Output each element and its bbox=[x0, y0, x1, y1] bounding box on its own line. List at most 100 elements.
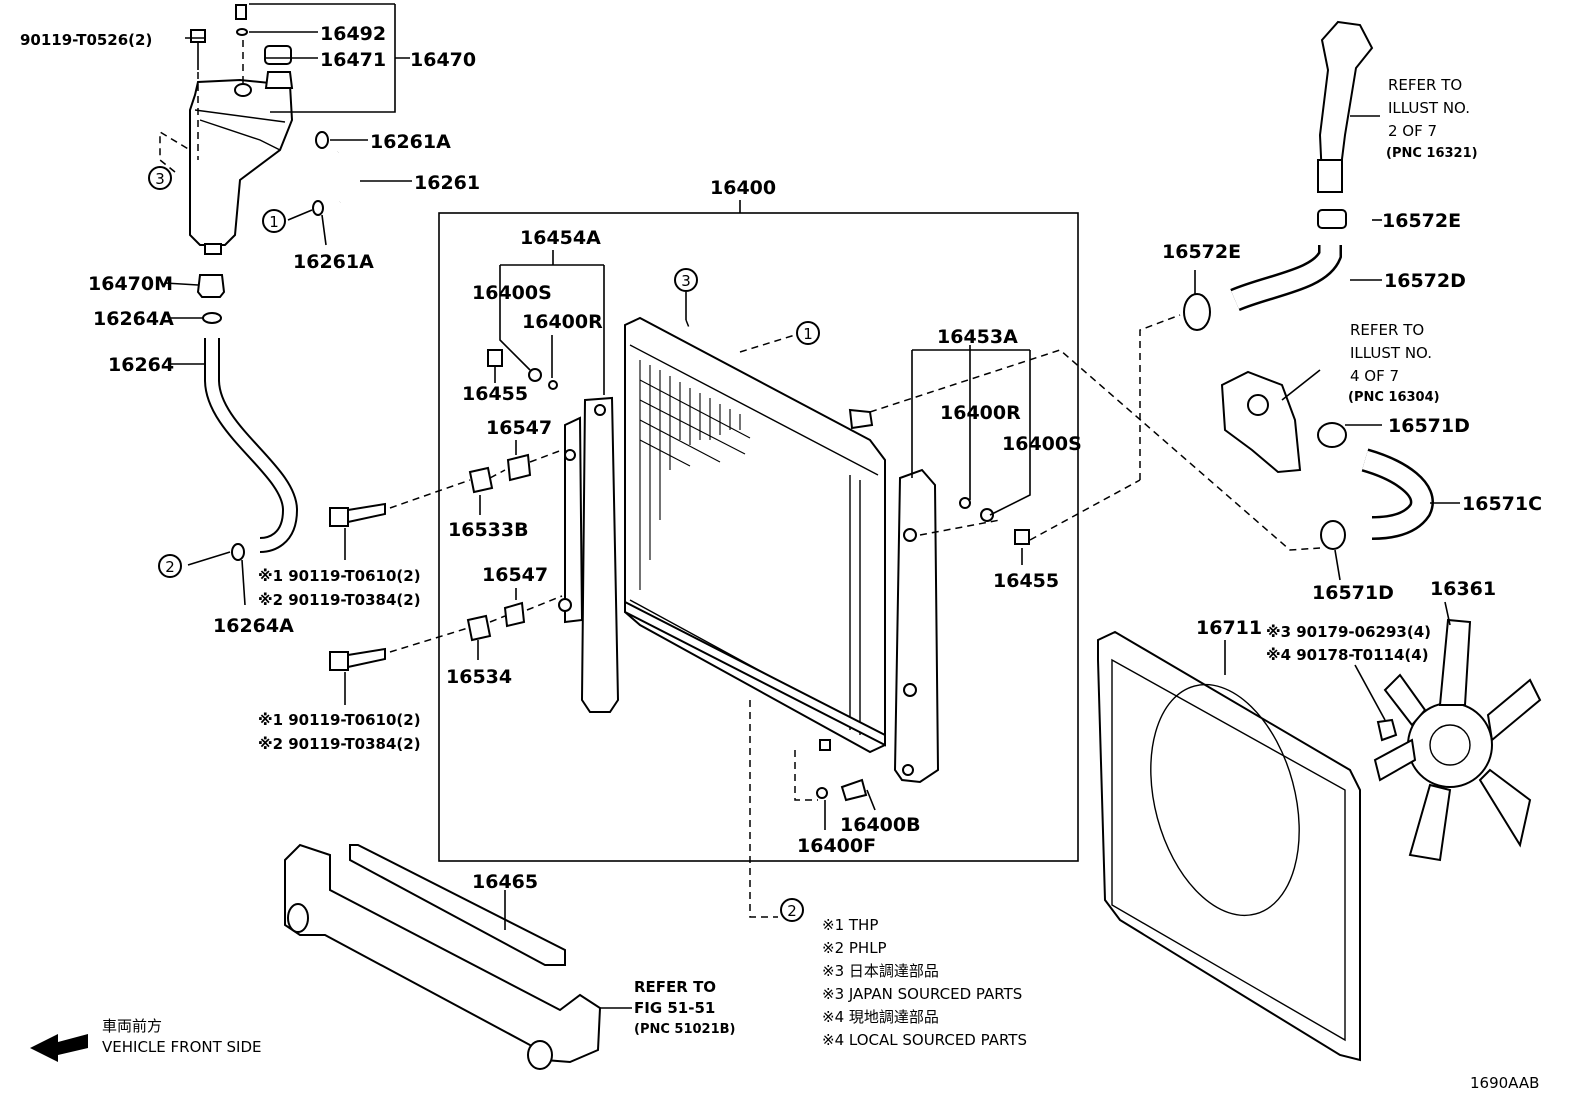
fan-nut-part bbox=[1376, 718, 1398, 742]
svg-text:※3 JAPAN SOURCED PARTS: ※3 JAPAN SOURCED PARTS bbox=[822, 985, 1022, 1003]
label-16261a-2[interactable]: 16261A bbox=[293, 251, 374, 273]
circle-ref-3-left: 3 bbox=[148, 166, 172, 190]
reservoir-tank bbox=[189, 78, 294, 255]
svg-text:(PNC 51021B): (PNC 51021B) bbox=[634, 1022, 736, 1037]
svg-text:1: 1 bbox=[269, 213, 279, 231]
label-16455-1[interactable]: 16455 bbox=[462, 383, 528, 405]
lower-support-part bbox=[284, 843, 602, 1070]
svg-text:3: 3 bbox=[681, 272, 691, 290]
fan-shroud-part bbox=[1097, 630, 1361, 1062]
small-bolt-part bbox=[234, 4, 252, 97]
hose-clamp-upper-left bbox=[1183, 293, 1211, 331]
label-bolt-upper-1[interactable]: ※1 90119-T0610(2) bbox=[258, 567, 421, 585]
upper-hose-clamp-part bbox=[1317, 209, 1347, 229]
svg-text:※2 PHLP: ※2 PHLP bbox=[822, 939, 887, 957]
bolt-upper bbox=[329, 502, 386, 527]
svg-text:4 OF 7: 4 OF 7 bbox=[1350, 367, 1399, 385]
svg-text:1: 1 bbox=[803, 325, 813, 343]
svg-text:(PNC 16321): (PNC 16321) bbox=[1386, 146, 1478, 161]
label-16261a-1[interactable]: 16261A bbox=[370, 131, 451, 153]
label-16470m[interactable]: 16470M bbox=[88, 273, 173, 295]
label-16400r-1[interactable]: 16400R bbox=[522, 311, 603, 333]
overflow-hose-part bbox=[332, 150, 357, 206]
lower-radiator-hose-part bbox=[1320, 448, 1434, 550]
refer-note-1: REFER TO ILLUST NO. 2 OF 7 (PNC 16321) bbox=[1386, 76, 1478, 161]
svg-text:REFER TO: REFER TO bbox=[1350, 321, 1424, 339]
radiator-support-left bbox=[558, 396, 620, 713]
front-label-en: VEHICLE FRONT SIDE bbox=[102, 1038, 262, 1056]
svg-text:※1 THP: ※1 THP bbox=[822, 916, 878, 934]
label-16547-2[interactable]: 16547 bbox=[482, 564, 548, 586]
svg-text:ILLUST NO.: ILLUST NO. bbox=[1350, 344, 1432, 362]
svg-text:(PNC 16304): (PNC 16304) bbox=[1348, 390, 1440, 405]
svg-text:※3 日本調達部品: ※3 日本調達部品 bbox=[822, 962, 939, 980]
front-label-jp: 車両前方 bbox=[102, 1017, 162, 1035]
refer-note-3: REFER TO FIG 51-51 (PNC 51021B) bbox=[634, 978, 736, 1037]
circle-ref-3-radiator: 3 bbox=[674, 268, 698, 292]
svg-text:ILLUST NO.: ILLUST NO. bbox=[1388, 99, 1470, 117]
label-16465[interactable]: 16465 bbox=[472, 871, 538, 893]
reservoir-cap-part bbox=[264, 45, 294, 89]
svg-text:※4 現地調達部品: ※4 現地調達部品 bbox=[822, 1008, 939, 1026]
label-16455-2[interactable]: 16455 bbox=[993, 570, 1059, 592]
label-16400[interactable]: 16400 bbox=[710, 177, 776, 199]
label-16547-1[interactable]: 16547 bbox=[486, 417, 552, 439]
cooling-fan-part bbox=[1373, 618, 1542, 862]
label-16470[interactable]: 16470 bbox=[410, 49, 476, 71]
upper-inlet-part bbox=[1317, 20, 1374, 193]
svg-text:2: 2 bbox=[165, 558, 175, 576]
circle-ref-2-left: 2 bbox=[158, 554, 182, 578]
svg-text:※4 LOCAL SOURCED PARTS: ※4 LOCAL SOURCED PARTS bbox=[822, 1031, 1027, 1049]
grommet-part bbox=[196, 274, 226, 324]
label-bolt-lower-2[interactable]: ※2 90119-T0384(2) bbox=[258, 735, 421, 753]
label-16572d[interactable]: 16572D bbox=[1384, 270, 1466, 292]
label-16400s-1[interactable]: 16400S bbox=[472, 282, 552, 304]
label-16571c[interactable]: 16571C bbox=[1462, 493, 1542, 515]
water-outlet-part bbox=[1220, 370, 1347, 474]
label-16572e-2[interactable]: 16572E bbox=[1162, 241, 1241, 263]
radiator-seal-part bbox=[349, 844, 566, 966]
label-16571d-1[interactable]: 16571D bbox=[1388, 415, 1470, 437]
reservoir-bolt-part bbox=[190, 29, 206, 70]
label-fan-bolt-1[interactable]: ※3 90179-06293(4) bbox=[1266, 623, 1431, 641]
label-16400b[interactable]: 16400B bbox=[840, 814, 921, 836]
radiator-assembly-box bbox=[438, 212, 1079, 862]
label-16264a-1[interactable]: 16264A bbox=[93, 308, 174, 330]
svg-text:2 OF 7: 2 OF 7 bbox=[1388, 122, 1437, 140]
label-16534[interactable]: 16534 bbox=[446, 666, 512, 688]
label-16361[interactable]: 16361 bbox=[1430, 578, 1496, 600]
label-16453a[interactable]: 16453A bbox=[937, 326, 1018, 348]
svg-text:REFER TO: REFER TO bbox=[1388, 76, 1462, 94]
label-16261[interactable]: 16261 bbox=[414, 172, 480, 194]
label-16400r-2[interactable]: 16400R bbox=[940, 402, 1021, 424]
label-16471[interactable]: 16471 bbox=[320, 49, 386, 71]
radiator-core bbox=[624, 316, 886, 754]
svg-text:REFER TO: REFER TO bbox=[634, 978, 716, 996]
radiator-support-right bbox=[893, 468, 940, 784]
label-fan-bolt-2[interactable]: ※4 90178-T0114(4) bbox=[1266, 646, 1429, 664]
label-16400f[interactable]: 16400F bbox=[797, 835, 876, 857]
label-16492[interactable]: 16492 bbox=[320, 23, 386, 45]
label-16264[interactable]: 16264 bbox=[108, 354, 174, 376]
reservoir-hose-part bbox=[204, 338, 299, 561]
label-16454a[interactable]: 16454A bbox=[520, 227, 601, 249]
front-arrow-icon bbox=[30, 1034, 88, 1062]
svg-text:FIG 51-51: FIG 51-51 bbox=[634, 999, 715, 1017]
svg-text:3: 3 bbox=[155, 170, 165, 188]
circle-ref-2-bottom: 2 bbox=[780, 898, 804, 922]
label-16571d-2[interactable]: 16571D bbox=[1312, 582, 1394, 604]
svg-text:2: 2 bbox=[787, 902, 797, 920]
label-16711[interactable]: 16711 bbox=[1196, 617, 1262, 639]
label-90119-t0526[interactable]: 90119-T0526(2) bbox=[20, 31, 152, 49]
label-16533b[interactable]: 16533B bbox=[448, 519, 529, 541]
label-bolt-lower-1[interactable]: ※1 90119-T0610(2) bbox=[258, 711, 421, 729]
label-bolt-upper-2[interactable]: ※2 90119-T0384(2) bbox=[258, 591, 421, 609]
label-16400s-2[interactable]: 16400S bbox=[1002, 433, 1082, 455]
circle-ref-1-left: 1 bbox=[262, 209, 286, 233]
bolt-lower bbox=[329, 647, 386, 671]
circle-ref-1-radiator: 1 bbox=[796, 321, 820, 345]
label-16264a-2[interactable]: 16264A bbox=[213, 615, 294, 637]
label-16572e-1[interactable]: 16572E bbox=[1382, 210, 1461, 232]
upper-radiator-hose-part bbox=[1230, 245, 1342, 312]
